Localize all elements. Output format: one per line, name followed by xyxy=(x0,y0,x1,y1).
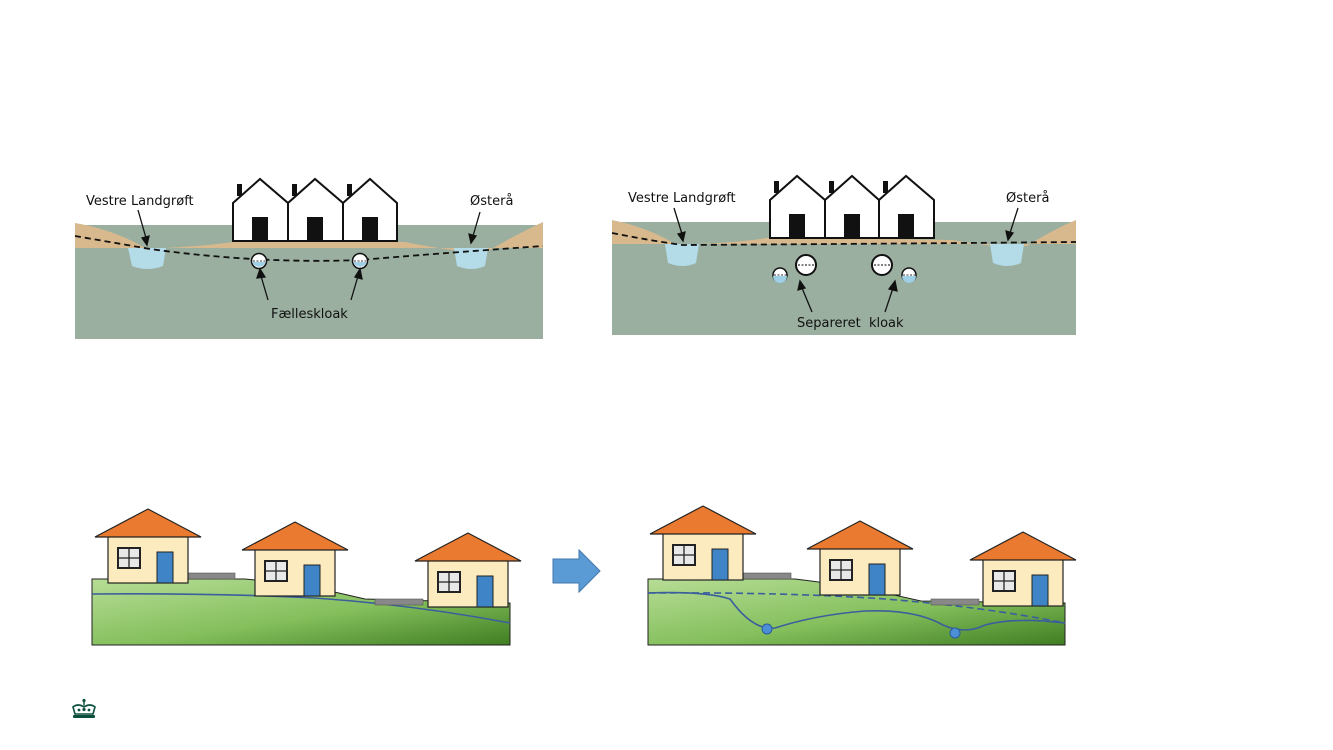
east-ditch xyxy=(990,244,1024,266)
soil-layer xyxy=(612,220,1076,246)
combined-sewer-diagram: Vestre Landgrøft Østerå Fælleskloak xyxy=(74,177,544,339)
after-landscape xyxy=(647,505,1077,646)
west-ditch-label: Vestre Landgrøft xyxy=(86,194,194,209)
separated-sewer-diagram: Vestre Landgrøft Østerå Separeret kloak xyxy=(611,174,1077,335)
groundwater-line xyxy=(611,232,1077,246)
groundwater-level-line xyxy=(91,593,511,624)
west-ditch-label: Vestre Landgrøft xyxy=(628,191,736,206)
house xyxy=(806,520,914,596)
house xyxy=(414,532,522,608)
pointer-arrows xyxy=(137,209,481,301)
groundwater-before-after xyxy=(91,505,1077,646)
before-landscape xyxy=(91,508,522,646)
groundwater-line xyxy=(74,235,544,262)
west-ditch xyxy=(128,248,166,269)
lowered-groundwater-line xyxy=(647,591,1066,631)
right-arrow-icon xyxy=(552,548,601,594)
drain-pipe xyxy=(949,627,961,639)
road xyxy=(374,598,424,606)
wastewater-pipe xyxy=(772,267,788,283)
drain-pipe xyxy=(761,623,773,635)
east-stream-label: Østerå xyxy=(470,194,513,209)
crown-icon xyxy=(72,698,96,718)
east-ditch xyxy=(454,248,488,269)
house xyxy=(649,505,757,581)
stormwater-pipe xyxy=(871,254,893,276)
road xyxy=(930,598,980,606)
pointer-arrows xyxy=(673,207,1019,313)
combined-sewer-pipe xyxy=(250,252,268,270)
soil-layer xyxy=(75,222,543,250)
west-ditch xyxy=(665,244,699,266)
wastewater-pipe xyxy=(901,267,917,283)
house xyxy=(94,508,202,584)
house xyxy=(969,531,1077,607)
road xyxy=(742,572,792,580)
pipe-label: Separeret kloak xyxy=(797,316,904,331)
road xyxy=(186,572,236,580)
east-stream-label: Østerå xyxy=(1006,191,1049,206)
old-groundwater-level-line xyxy=(647,592,1066,624)
row-houses xyxy=(232,177,398,242)
row-houses xyxy=(769,174,935,239)
pipe-label: Fælleskloak xyxy=(271,307,348,322)
combined-sewer-pipe xyxy=(351,252,369,270)
house xyxy=(241,521,349,597)
stormwater-pipe xyxy=(795,254,817,276)
